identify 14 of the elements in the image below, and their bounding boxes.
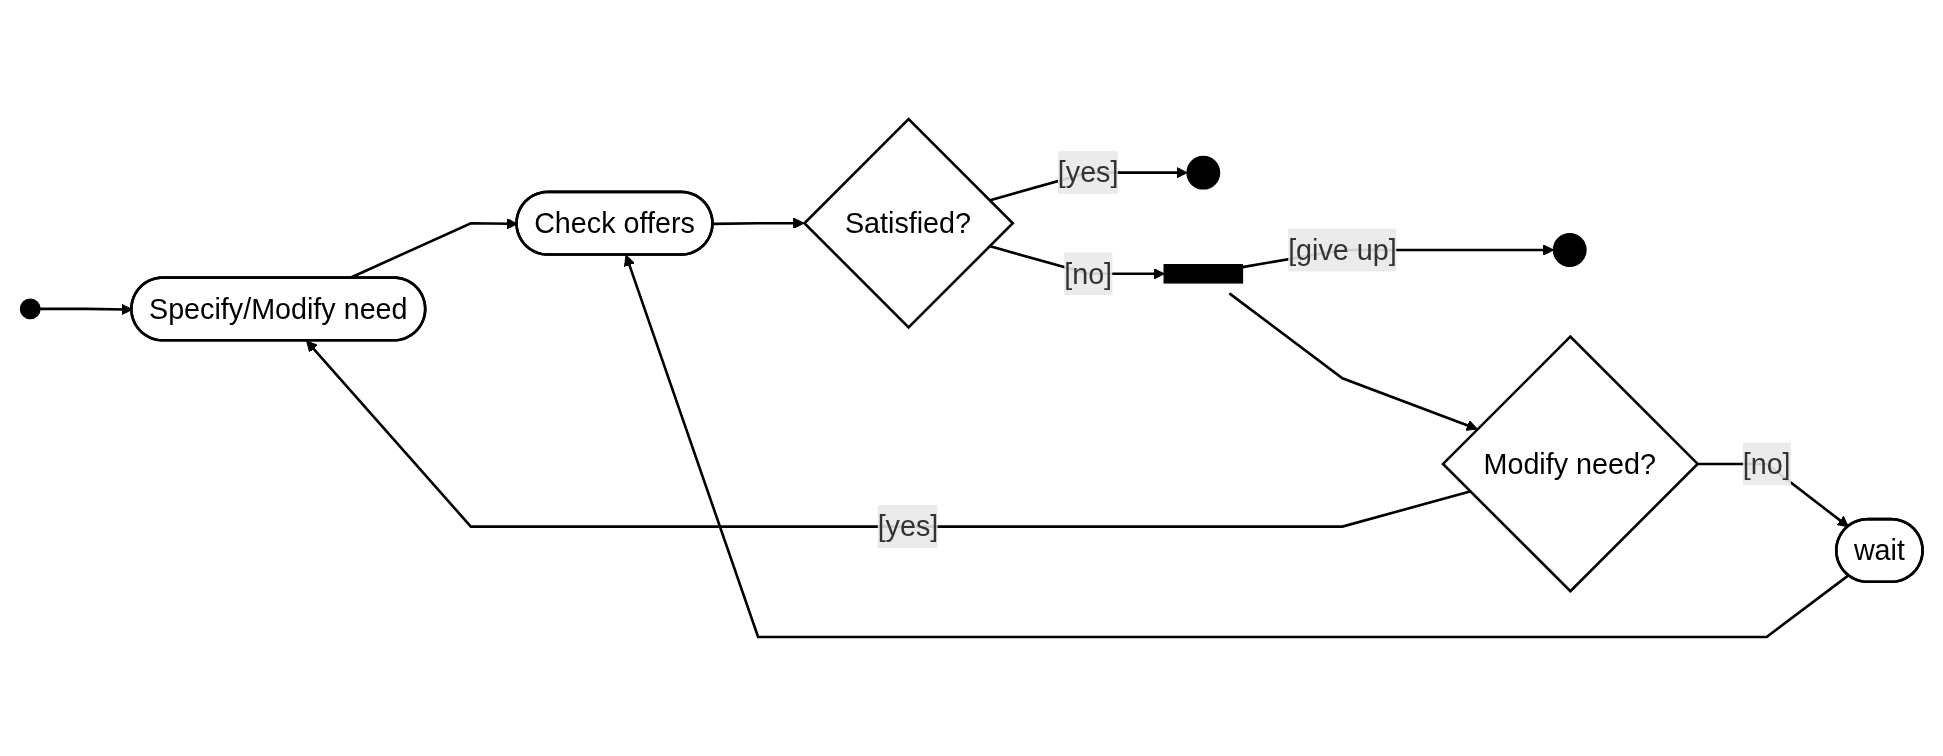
node-bar xyxy=(1163,264,1244,284)
edge-label: [give up] xyxy=(1288,233,1397,267)
arrow xyxy=(1228,292,1478,431)
edge-label: [yes] xyxy=(877,510,939,543)
arrow xyxy=(713,217,805,229)
node-diamond: Satisfied? xyxy=(802,117,1015,330)
node-circle xyxy=(1552,233,1587,267)
node-diamond: Modify need? xyxy=(1441,334,1700,594)
arrow xyxy=(306,340,1471,528)
edge-label: [no] xyxy=(1742,447,1791,481)
node-circle xyxy=(1186,155,1221,190)
node-circle xyxy=(19,298,41,320)
edge-label: [yes] xyxy=(1057,156,1119,189)
edge-label: [no] xyxy=(1064,257,1113,291)
